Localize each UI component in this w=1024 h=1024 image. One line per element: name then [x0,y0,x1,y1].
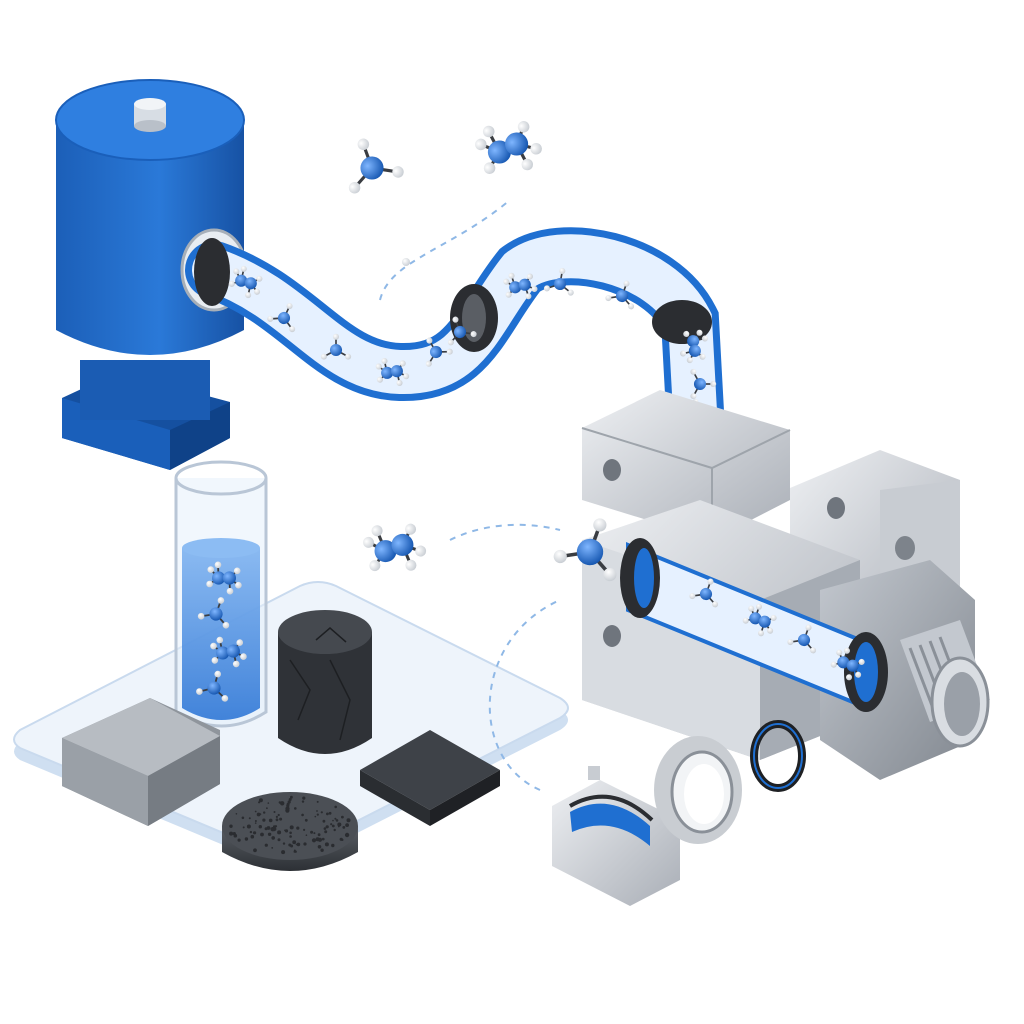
molecule-icon [690,368,717,400]
valve-molecule-stream [689,578,865,681]
molecule-icon [196,670,229,702]
storage-tank-icon [55,79,248,470]
molecule-icon [543,267,574,296]
seal-ring-icon [654,736,742,844]
material-sample-carbon-cylinder [278,610,372,754]
tube-molecule-stream [196,561,247,702]
molecule-icon [363,523,427,572]
molecule-icon [503,272,538,300]
molecule-icon [830,647,865,681]
molecule-icon [605,280,635,310]
molecule-icon [375,358,410,386]
molecule-icon [267,303,296,333]
valve-body-icon [581,390,990,780]
molecule-icon [348,138,404,194]
molecule-icon [320,333,352,360]
molecule-icon [680,329,708,364]
pipe-molecule-stream [228,265,719,430]
test-tube-icon [174,460,268,728]
molecule-icon [787,624,817,654]
pipe-icon [185,227,738,459]
free-molecules [348,121,617,582]
molecule-icon [210,636,247,668]
molecule-icon [742,603,777,637]
threaded-outlet [900,620,990,748]
o-ring-icon [750,720,806,792]
pipe-flange-ring [194,238,230,306]
material-sample-dark-plate [360,730,500,826]
material-sample-steel-block [62,698,220,826]
molecule-icon [206,561,242,595]
molecule-icon [689,578,719,608]
seal-housing-half [552,766,680,906]
flow-dashed-lines [379,199,561,791]
molecule-icon [197,597,230,629]
molecule-icon [553,518,617,582]
molecule-icon [447,316,477,346]
molecule-icon [425,337,453,367]
molecule-icon [475,121,542,174]
material-sample-porous-disc [222,792,358,871]
molecule-icon [228,265,263,299]
